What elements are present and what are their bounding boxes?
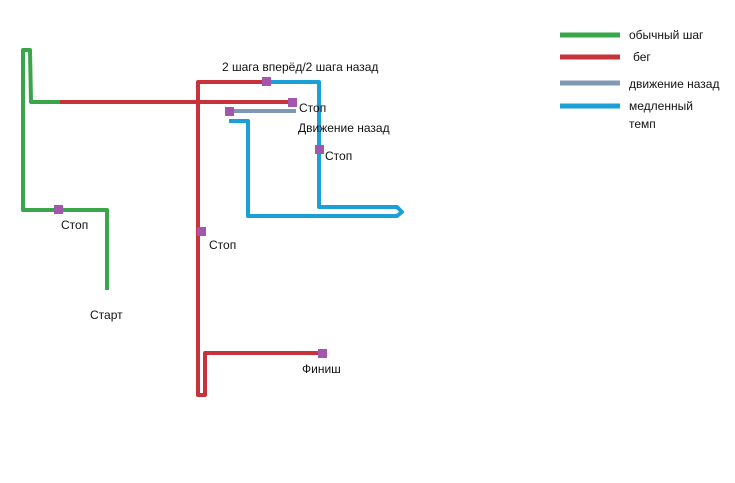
- marker-stop-top: [288, 98, 297, 107]
- walk-path: [21, 48, 109, 290]
- legend-label-slow-2: темп: [629, 117, 656, 131]
- legend-label-run: бег: [633, 50, 651, 64]
- marker-finish: [318, 349, 327, 358]
- slow-path: [229, 80, 404, 218]
- marker-stop-left: [54, 205, 63, 214]
- legend-label-backward: движение назад: [629, 77, 720, 91]
- marker-backward: [225, 107, 234, 116]
- label-stop-left: Стоп: [61, 218, 89, 232]
- marker-steps: [262, 77, 271, 86]
- legend-label-walk: обычный шаг: [629, 28, 704, 42]
- marker-stop-right: [315, 145, 324, 154]
- label-backward-motion: Движение назад: [298, 121, 390, 135]
- label-stop-top: Стоп: [299, 101, 327, 115]
- marker-stop-mid: [197, 227, 206, 236]
- label-steps: 2 шага вперёд/2 шага назад: [222, 60, 379, 74]
- run-path-main: [196, 80, 322, 397]
- legend-label-slow-1: медленный: [629, 99, 693, 113]
- label-finish: Финиш: [302, 362, 341, 376]
- label-start: Старт: [90, 308, 123, 322]
- label-stop-right: Стоп: [325, 149, 353, 163]
- label-stop-mid: Стоп: [209, 238, 237, 252]
